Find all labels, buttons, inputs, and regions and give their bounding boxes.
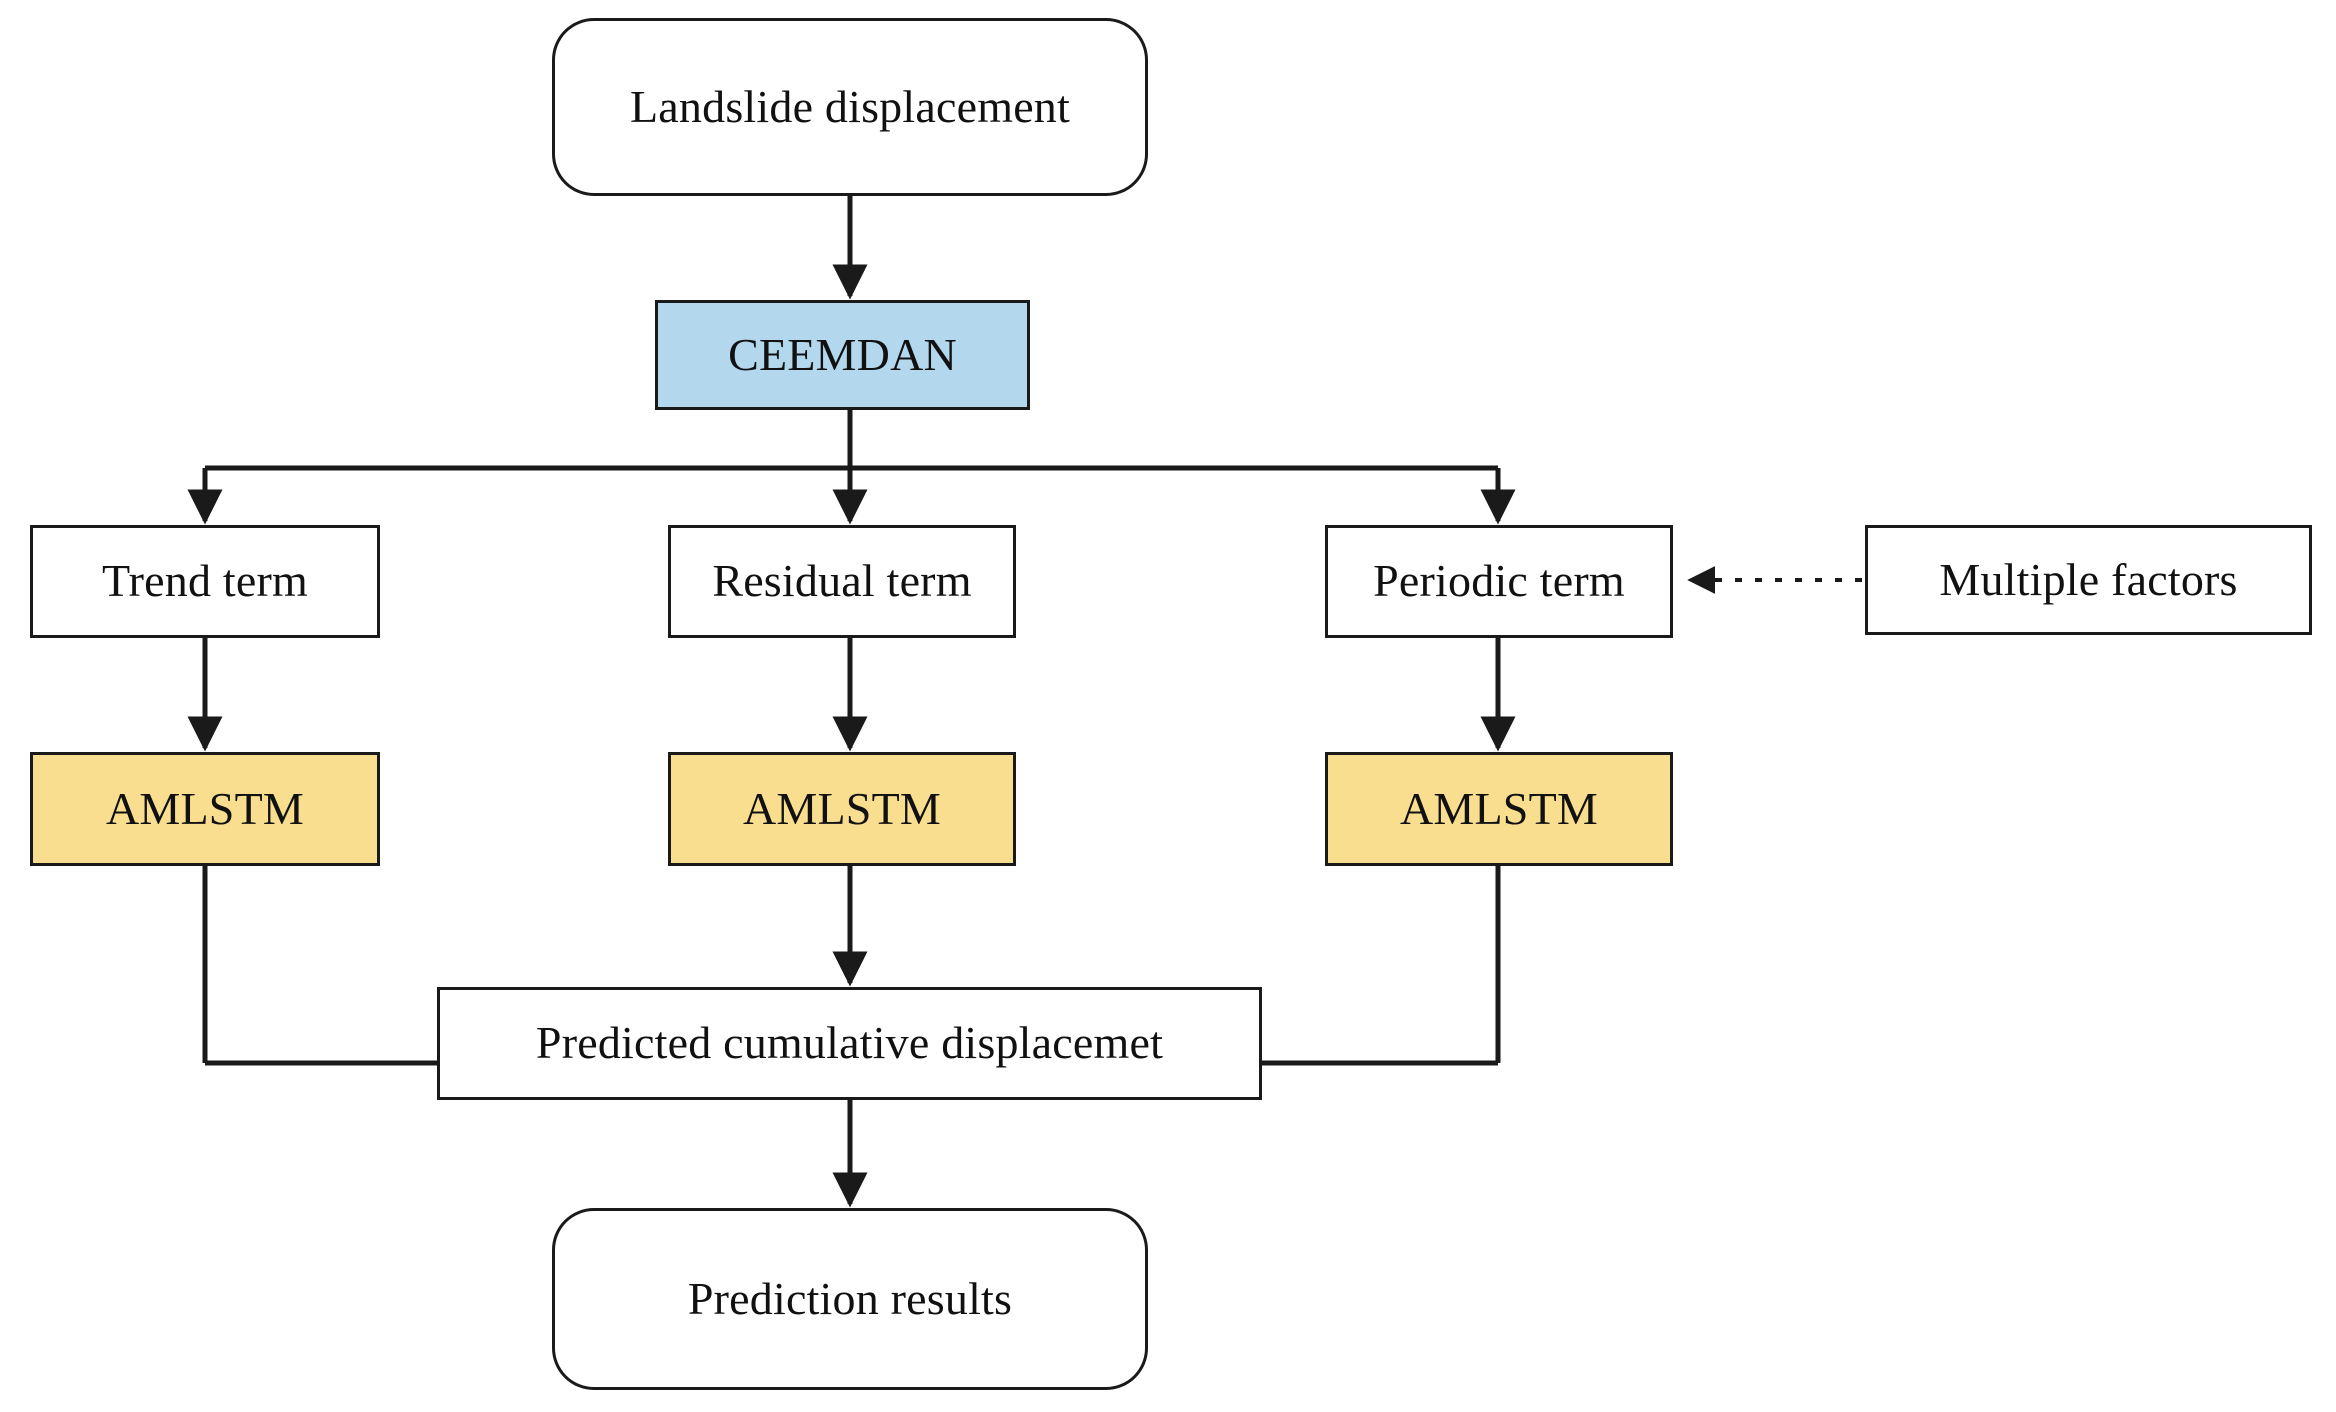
node-label: CEEMDAN	[728, 328, 957, 380]
node-amlstm-trend[interactable]: AMLSTM	[30, 752, 380, 866]
node-amlstm-periodic[interactable]: AMLSTM	[1325, 752, 1673, 866]
node-periodic-term[interactable]: Periodic term	[1325, 525, 1673, 638]
node-label: Multiple factors	[1939, 553, 2238, 605]
node-ceemdan[interactable]: CEEMDAN	[655, 300, 1030, 410]
node-label: Trend term	[101, 555, 308, 607]
node-prediction-results[interactable]: Prediction results	[552, 1208, 1148, 1390]
node-predicted-cumulative-displacement[interactable]: Predicted cumulative displacemet	[437, 987, 1262, 1100]
node-label: AMLSTM	[1399, 782, 1598, 834]
node-multiple-factors[interactable]: Multiple factors	[1865, 525, 2312, 635]
node-label: AMLSTM	[105, 782, 304, 834]
node-label: AMLSTM	[742, 782, 941, 834]
node-label: Landslide displacement	[630, 80, 1070, 132]
node-landslide-displacement[interactable]: Landslide displacement	[552, 18, 1148, 196]
node-trend-term[interactable]: Trend term	[30, 525, 380, 638]
node-label: Prediction results	[687, 1272, 1013, 1324]
node-amlstm-residual[interactable]: AMLSTM	[668, 752, 1016, 866]
node-label: Periodic term	[1373, 555, 1625, 607]
node-residual-term[interactable]: Residual term	[668, 525, 1016, 638]
node-label: Predicted cumulative displacemet	[535, 1017, 1164, 1069]
node-label: Residual term	[712, 555, 972, 607]
